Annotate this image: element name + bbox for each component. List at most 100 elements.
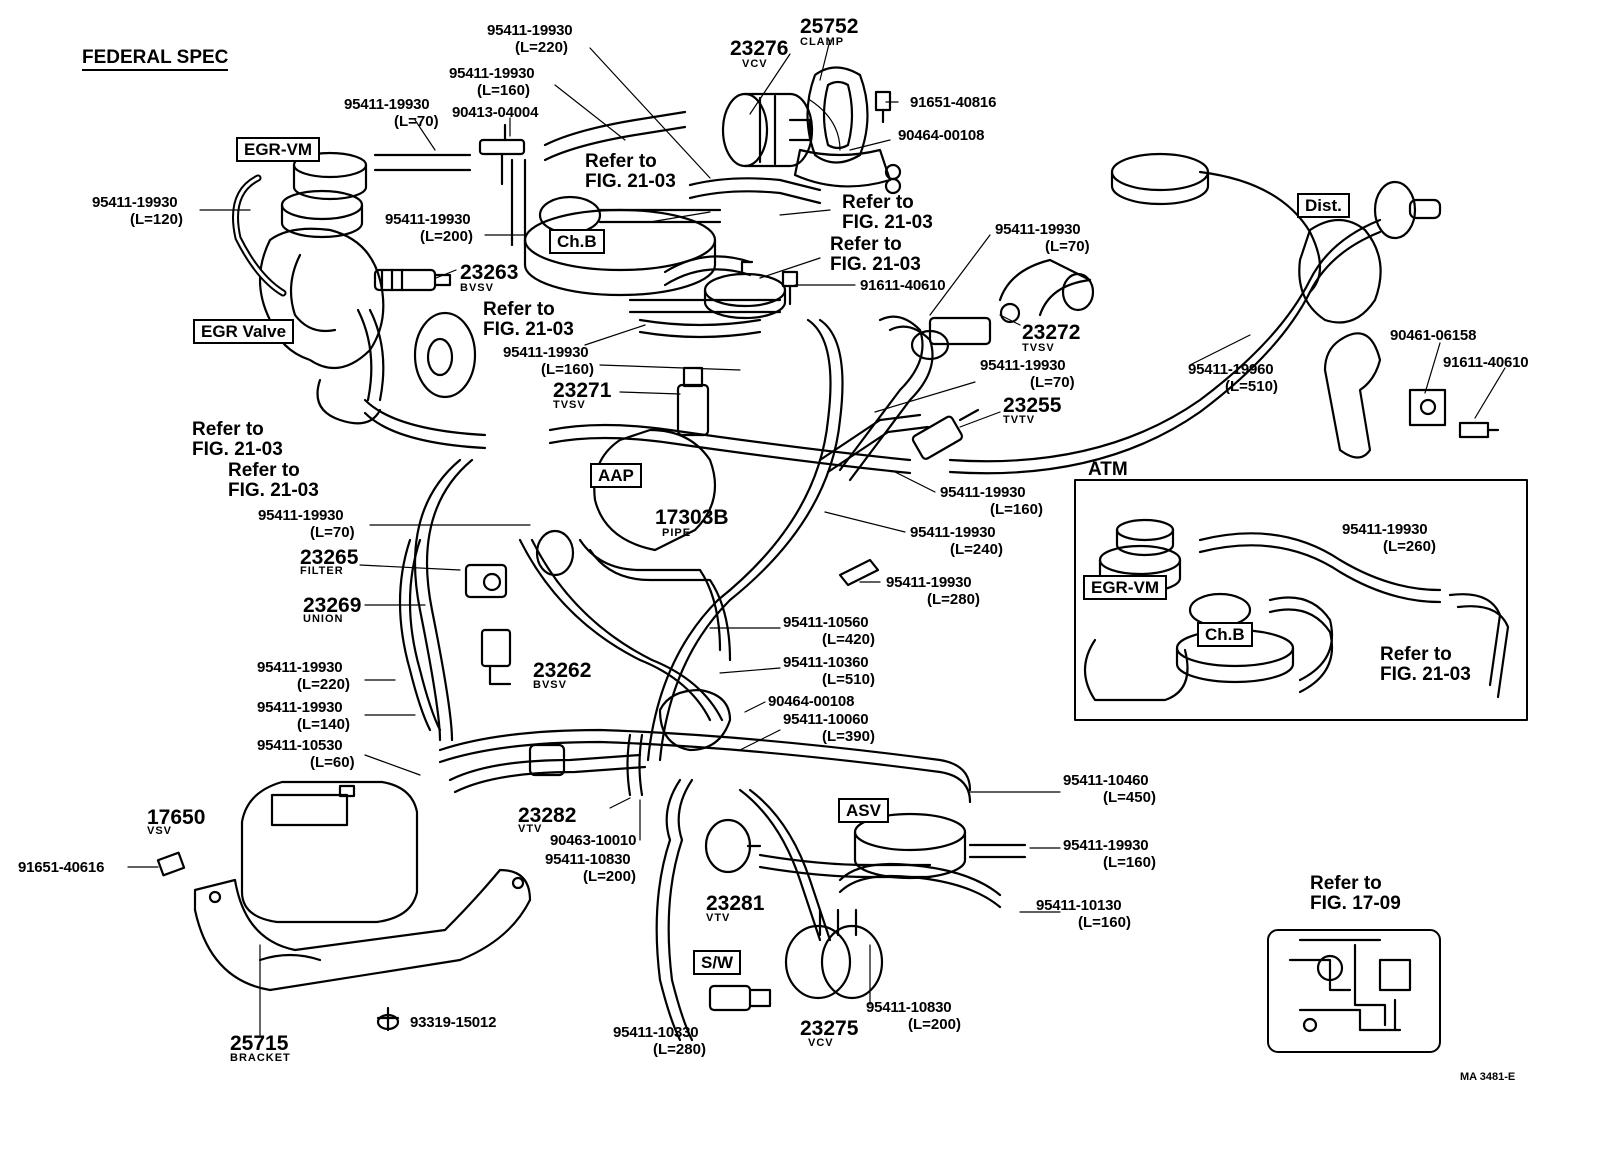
part-95411-19930-l280a: 95411-19930: [886, 574, 972, 591]
screw-93319-15012: [376, 1006, 400, 1032]
fig-21-03-a: FIG. 21-03: [585, 171, 676, 192]
part-95411-10060: 95411-10060: [783, 711, 869, 728]
length-l200a: (L=200): [420, 228, 473, 245]
part-95411-19930-l70a: 95411-19930: [344, 96, 430, 113]
tvtv-23255-part: [911, 408, 980, 460]
length-l280b: (L=280): [653, 1041, 706, 1058]
length-l160c: (L=160): [990, 501, 1043, 518]
vtv-23281-part: [704, 818, 762, 874]
part-95411-19930-l140: 95411-19930: [257, 699, 343, 716]
part-23275-name: VCV: [808, 1037, 834, 1049]
part-90463-10010: 90463-10010: [550, 832, 637, 849]
fig-21-03-g: FIG. 21-03: [1380, 664, 1471, 685]
part-90461-06158: 90461-06158: [1390, 327, 1477, 344]
part-91611-40610-b: 91611-40610: [1443, 354, 1529, 371]
fig-21-03-c: FIG. 21-03: [830, 254, 921, 275]
asv-label: ASV: [838, 798, 889, 823]
fitting-part: [838, 558, 880, 587]
part-23276: 23276: [730, 37, 789, 60]
atm-ch-b-label: Ch.B: [1197, 622, 1253, 647]
part-95411-10460: 95411-10460: [1063, 772, 1149, 789]
diaphragm-part: [413, 311, 477, 399]
length-l160a: (L=160): [477, 82, 530, 99]
length-l70b: (L=70): [1045, 238, 1090, 255]
part-95411-10530: 95411-10530: [257, 737, 343, 754]
part-95411-19930-l220b: 95411-19930: [257, 659, 343, 676]
refer-to-fig-21-03-f: Refer to: [228, 460, 300, 481]
atm-inset-title: ATM: [1088, 459, 1128, 480]
length-l70a: (L=70): [394, 113, 439, 130]
refer-to-fig-17-09: Refer to: [1310, 873, 1382, 894]
part-91651-40616: 91651-40616: [18, 859, 105, 876]
fig-21-03-f: FIG. 21-03: [228, 480, 319, 501]
length-l240: (L=240): [950, 541, 1003, 558]
ch-b-label: Ch.B: [549, 229, 605, 254]
sw-label: S/W: [693, 950, 742, 975]
fig-17-09-inset: [1267, 929, 1441, 1053]
part-25715: 25715: [230, 1032, 289, 1055]
length-l160b: (L=160): [541, 361, 594, 378]
part-95411-10130: 95411-10130: [1036, 897, 1122, 914]
part-95411-19930-l160c: 95411-19930: [940, 484, 1026, 501]
part-95411-19960: 95411-19960: [1188, 361, 1274, 378]
length-l60: (L=60): [310, 754, 355, 771]
length-l70c: (L=70): [1030, 374, 1075, 391]
part-23269-name: UNION: [303, 613, 344, 625]
part-23272-name: TVSV: [1022, 342, 1055, 354]
part-95411-10830-a: 95411-10830: [545, 851, 631, 868]
length-l510a: (L=510): [1225, 378, 1278, 395]
bvsv-23263-part: [373, 268, 452, 292]
length-l120: (L=120): [130, 211, 183, 228]
part-23255: 23255: [1003, 394, 1062, 417]
length-l200b: (L=200): [583, 868, 636, 885]
part-25715-name: BRACKET: [230, 1052, 291, 1064]
bracket-25715-part: [193, 868, 532, 992]
part-90464-00108-b: 90464-00108: [768, 693, 855, 710]
page-title: FEDERAL SPEC: [82, 48, 229, 71]
part-95411-19930-l70b: 95411-19930: [995, 221, 1081, 238]
part-95411-19930-l240: 95411-19930: [910, 524, 996, 541]
refer-to-fig-21-03-a: Refer to: [585, 151, 657, 172]
part-17650-name: VSV: [147, 825, 173, 837]
filter-23265-part: [535, 529, 575, 577]
asv-part: [853, 812, 967, 880]
length-l160d: (L=160): [1103, 854, 1156, 871]
dist-label: Dist.: [1297, 193, 1350, 218]
length-l220a: (L=220): [515, 39, 568, 56]
part-23271: 23271: [553, 379, 612, 402]
leader-lines: [127, 39, 1506, 1036]
part-91611-40610-a: 91611-40610: [860, 277, 946, 294]
part-23272: 23272: [1022, 321, 1081, 344]
refer-to-fig-21-03-g: Refer to: [1380, 644, 1452, 665]
refer-to-fig-21-03-e: Refer to: [192, 419, 264, 440]
fig-21-03-d: FIG. 21-03: [483, 319, 574, 340]
part-90464-00108-a: 90464-00108: [898, 127, 985, 144]
radiator-cap-part: [1110, 152, 1210, 206]
length-l70d: (L=70): [310, 524, 355, 541]
atm-length-l260: (L=260): [1383, 538, 1436, 555]
part-95411-19930-l160b: 95411-19930: [503, 344, 589, 361]
bolt-91611-40610-a: [781, 270, 799, 306]
atm-part-95411-19930: 95411-19930: [1342, 521, 1428, 538]
part-23281-name: VTV: [706, 912, 731, 924]
tvsv-23271-part: [676, 366, 710, 437]
vcv-23275-part: [784, 908, 884, 1000]
length-l140: (L=140): [297, 716, 350, 733]
part-23269: 23269: [303, 594, 362, 617]
hose-lines: [356, 110, 1382, 1042]
part-17303b: 17303B: [655, 506, 729, 529]
vacuum-hoses: [232, 174, 287, 297]
part-95411-19930-l70d: 95411-19930: [258, 507, 344, 524]
part-23281: 23281: [706, 892, 765, 915]
length-l220b: (L=220): [297, 676, 350, 693]
part-23282: 23282: [518, 804, 577, 827]
part-25752-name: CLAMP: [800, 36, 845, 48]
fig-21-03-e: FIG. 21-03: [192, 439, 283, 460]
part-23255-name: TVTV: [1003, 414, 1036, 426]
part-25752: 25752: [800, 15, 859, 38]
part-23276-name: VCV: [742, 58, 768, 70]
length-l390: (L=390): [822, 728, 875, 745]
clip-90461-06158: [1408, 388, 1447, 427]
